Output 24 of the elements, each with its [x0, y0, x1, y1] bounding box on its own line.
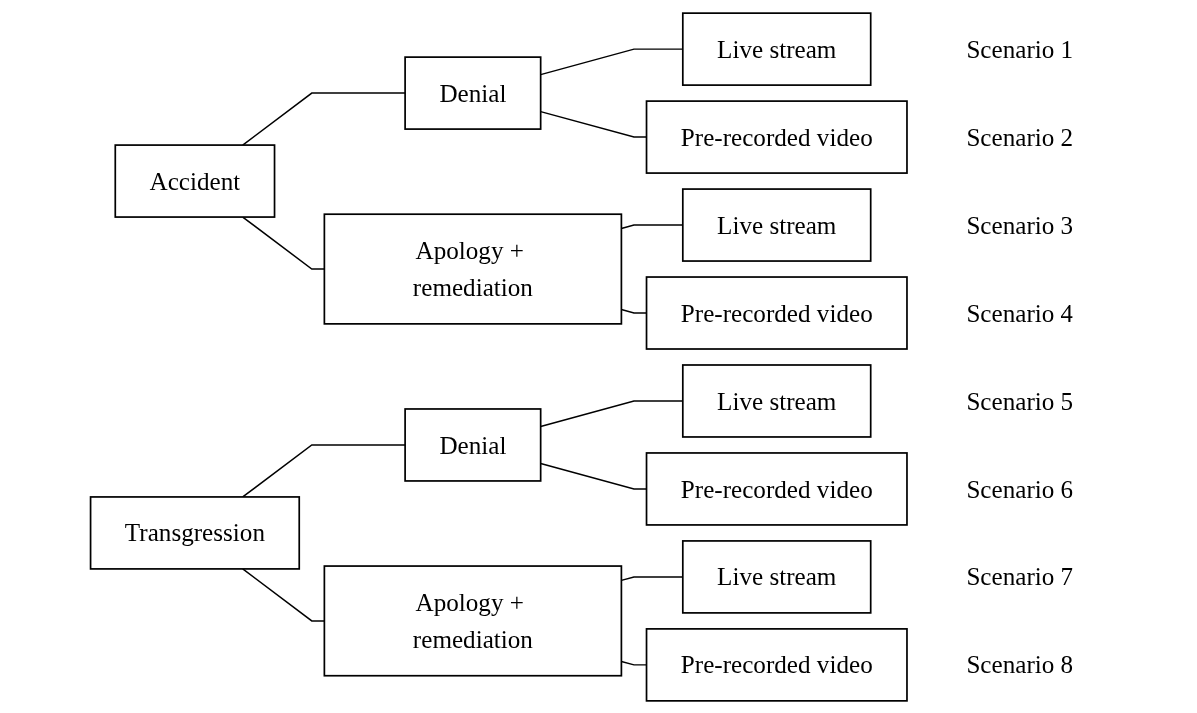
node-label: Scenario 4 [965, 298, 1073, 327]
node-box: Live stream [681, 187, 872, 262]
node-label: Scenario 5 [965, 386, 1073, 415]
node-box: Apology + remediation [323, 212, 622, 325]
node-box: Pre-recorded video [645, 99, 908, 174]
node-box: Pre-recorded video [645, 627, 908, 702]
node-box: Live stream [681, 363, 872, 438]
node-box: Denial [403, 55, 541, 130]
node-box: Pre-recorded video [645, 275, 908, 350]
node-label: Scenario 7 [965, 562, 1073, 591]
node-box: Live stream [681, 11, 872, 86]
node-label: Scenario 8 [965, 650, 1073, 679]
node-box: Apology + remediation [323, 564, 622, 677]
node-box: Accident [113, 143, 275, 218]
node-box: Denial [403, 407, 541, 482]
node-label: Scenario 6 [965, 474, 1073, 503]
connector [620, 308, 647, 314]
node-box: Transgression [89, 495, 300, 570]
node-label: Scenario 2 [965, 122, 1073, 151]
node-box: Live stream [681, 539, 872, 614]
node-label: Scenario 3 [965, 210, 1073, 239]
node-box: Pre-recorded video [645, 451, 908, 526]
connector [620, 660, 647, 666]
node-label: Scenario 1 [965, 34, 1073, 63]
